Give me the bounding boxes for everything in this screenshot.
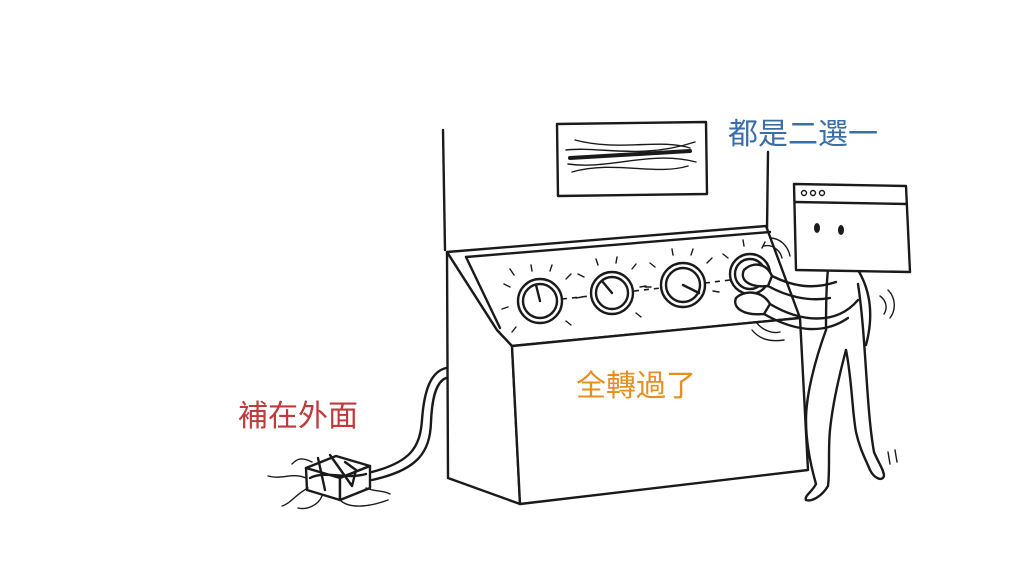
window-dot-2 (809, 189, 817, 197)
plug-tape-2 (328, 453, 358, 488)
display-frame (555, 120, 709, 198)
display-scribble-1 (565, 141, 696, 153)
character-lower-arm-inner (762, 312, 850, 331)
display-screen (555, 120, 709, 198)
character-torso-back (856, 268, 872, 347)
display-scribble-4 (571, 165, 689, 173)
window-dot-3 (818, 189, 826, 197)
machine-bevel-line (464, 255, 502, 330)
window-dot-1 (800, 189, 808, 197)
knob-4-rays (722, 239, 766, 259)
character-torso-front (824, 268, 830, 332)
character-hand-bottom (734, 291, 772, 316)
plug-tape-3 (308, 472, 368, 480)
character-left-leg (804, 328, 848, 502)
knob-2-rays (575, 256, 647, 318)
plug-wire-6 (365, 487, 391, 495)
plug-wire-3 (297, 495, 323, 510)
cable-line-b (370, 376, 448, 482)
plug-wire-4 (339, 499, 389, 507)
label-all-turned: 全轉過了 (576, 369, 696, 404)
character-left-eye (814, 223, 820, 233)
character-right-leg (844, 282, 886, 481)
character-head-title-bar (793, 200, 909, 206)
plug-wire-1 (267, 475, 307, 479)
motion-lines-knob-bottom (751, 321, 785, 342)
dial-knob-icon (501, 264, 572, 333)
knob-3-rays (644, 248, 720, 293)
knob-1-inner (521, 282, 559, 320)
cable-line-a (370, 366, 448, 474)
display-bar (568, 149, 692, 160)
dial-knob-icon (575, 256, 647, 318)
browser-window-icon (792, 182, 912, 274)
back-panel-left-edge (441, 128, 447, 252)
taped-plug-icon (267, 453, 391, 510)
control-panel-top-edge (464, 230, 772, 259)
character-hand-top (741, 263, 774, 288)
plug-wire-5 (291, 458, 313, 465)
machine-front-face (510, 316, 810, 506)
knob-1-indicator (534, 283, 542, 303)
knob-3-indicator (681, 283, 701, 295)
character (734, 182, 912, 502)
character-right-eye (838, 225, 844, 235)
character-head-window (792, 182, 912, 274)
character-upper-arm-inner (766, 284, 832, 301)
knob-1-rays (501, 264, 572, 333)
motion-lines-foot (887, 449, 898, 465)
plug-wire-2 (281, 487, 309, 507)
display-scribble-3 (574, 139, 691, 149)
motion-lines-knob-top (763, 237, 791, 259)
knob-2-inner (594, 275, 630, 311)
motion-lines-back (879, 289, 895, 319)
knob-2-indicator (600, 279, 614, 295)
character-upper-arm (770, 274, 838, 288)
character-lower-arm (768, 298, 860, 320)
back-panel-right-edge (765, 150, 770, 232)
power-cable (370, 366, 448, 482)
dial-knob-icon (644, 248, 720, 309)
knob-3-inner (664, 266, 702, 304)
label-patched-outside: 補在外面 (238, 399, 358, 434)
label-all-binary: 都是二選一 (728, 117, 878, 152)
display-scribble-2 (567, 157, 697, 166)
machine-back-panel (441, 128, 770, 252)
